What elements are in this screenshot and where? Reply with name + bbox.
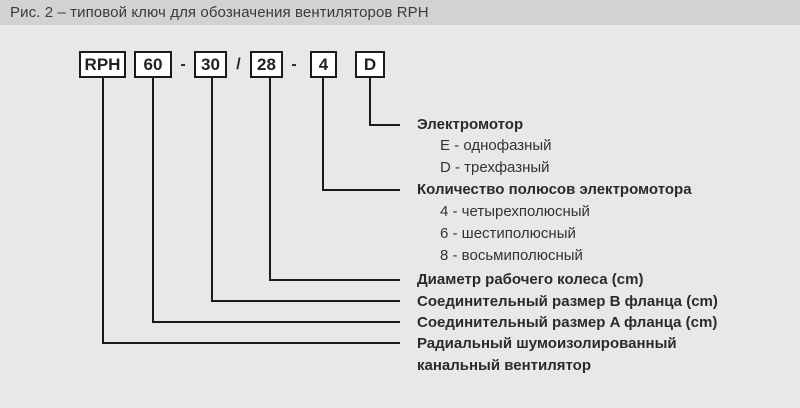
legend-poles-item-4: 4 - четырехполюсный [440, 203, 590, 220]
legend-poles-item-6: 6 - шестиполюсный [440, 225, 576, 242]
caption-bar: Рис. 2 – типовой ключ для обозначения ве… [0, 0, 800, 25]
code-box-impeller: 28 [250, 51, 283, 78]
legend-motor-title: Электромотор [417, 116, 524, 133]
code-separator-dash-2: - [291, 55, 297, 73]
legend-poles-title: Количество полюсов электромотора [417, 181, 692, 198]
legend-impeller-title: Диаметр рабочего колеса (cm) [417, 271, 644, 288]
legend-motor-item-d: D - трехфазный [440, 159, 550, 176]
code-box-series: RPH [79, 51, 126, 78]
connector-impeller [269, 77, 400, 281]
connector-motor [369, 77, 400, 126]
connector-poles [322, 77, 400, 191]
connector-fan [102, 77, 400, 344]
code-box-flange-a: 60 [134, 51, 172, 78]
legend-poles-item-8: 8 - восьмиполюсный [440, 247, 583, 264]
code-separator-slash: / [236, 55, 241, 73]
connector-flange-a [152, 77, 400, 323]
code-box-motor: D [355, 51, 385, 78]
code-box-poles: 4 [310, 51, 337, 78]
legend-fan-title-line2: канальный вентилятор [417, 357, 592, 374]
code-box-flange-b: 30 [194, 51, 227, 78]
connector-flange-b [211, 77, 400, 302]
code-separator-dash-1: - [180, 55, 186, 73]
legend-flange-a-title: Соединительный размер A фланца (cm) [417, 314, 718, 331]
figure-caption: Рис. 2 – типовой ключ для обозначения ве… [10, 4, 429, 21]
legend-flange-b-title: Соединительный размер B фланца (cm) [417, 293, 718, 310]
legend-motor-item-e: E - однофазный [440, 137, 552, 154]
legend-fan-title-line1: Радиальный шумоизолированный [417, 335, 677, 352]
